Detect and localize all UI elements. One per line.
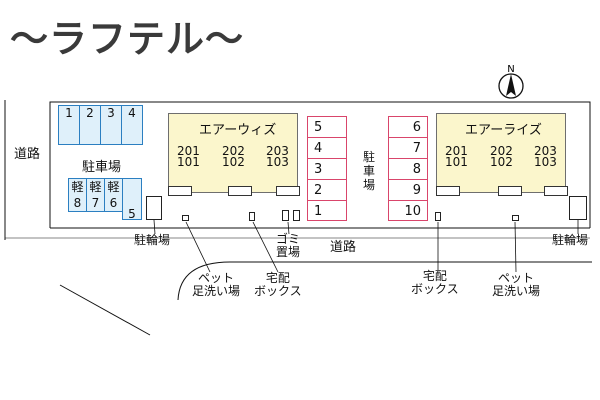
- light-space-num: 7: [91, 196, 100, 210]
- parking-space: 3: [307, 158, 347, 180]
- parking-space: 1: [58, 105, 80, 145]
- building-2: エアーライズ 201 101 202 102 203 103: [436, 113, 566, 193]
- compass-label: N: [507, 64, 514, 75]
- parking-light-space: 軽 7: [86, 178, 105, 212]
- parking-space: 4: [121, 105, 143, 145]
- parking-space: 4: [307, 137, 347, 159]
- unit-numbers: 201 101: [445, 144, 468, 169]
- road-label-left: 道路: [14, 147, 41, 162]
- delivery-box-marker-right: [435, 212, 441, 221]
- parking-space: 9: [388, 179, 428, 201]
- bike-parking-left: [146, 196, 162, 220]
- parking-space: 2: [79, 105, 101, 145]
- pet-wash-marker-right: [512, 215, 519, 221]
- unit-lower: 101: [177, 155, 200, 169]
- delivery-box-label-right: 宅配 ボックス: [411, 269, 459, 296]
- entrance-step: [436, 186, 460, 196]
- parking-space: 6: [388, 116, 428, 138]
- parking-space: 1: [307, 200, 347, 221]
- unit-upper: 201: [177, 144, 200, 158]
- parking-space: 5: [307, 116, 347, 138]
- unit-lower: 103: [266, 155, 289, 169]
- bike-parking-label-right: 駐輪場: [552, 233, 589, 247]
- parking-light-space: 軽 6: [104, 178, 123, 212]
- entrance-step: [276, 186, 300, 196]
- parking-space: 7: [388, 137, 428, 159]
- unit-upper: 202: [222, 144, 245, 158]
- parking-label-center: 駐 車 場: [362, 150, 375, 192]
- bike-parking-right: [569, 196, 587, 220]
- building-name: エアーライズ: [465, 123, 542, 138]
- parking-light-group: 軽 8 軽 7 軽 6 5: [68, 178, 148, 221]
- entrance-step: [228, 186, 252, 196]
- bike-parking-label-left: 駐輪場: [134, 233, 171, 247]
- parking-space: 10: [388, 200, 428, 221]
- parking-space: 2: [307, 179, 347, 201]
- light-space-top: 軽: [107, 180, 120, 194]
- parking-pink-right: 6 7 8 9 10: [388, 116, 428, 221]
- light-space-top: 軽: [71, 180, 84, 194]
- building-name: エアーウィズ: [199, 123, 277, 138]
- unit-lower: 102: [222, 155, 245, 169]
- unit-lower: 101: [445, 155, 468, 169]
- garbage-label: ゴミ 置場: [276, 232, 301, 259]
- unit-numbers: 202 102: [490, 144, 513, 169]
- entrance-step: [544, 186, 568, 196]
- delivery-box-label-left: 宅配 ボックス: [254, 271, 302, 298]
- garbage-marker: [282, 210, 289, 221]
- pet-wash-marker-left: [182, 215, 189, 221]
- unit-upper: 203: [266, 144, 289, 158]
- unit-upper: 203: [534, 144, 557, 158]
- parking-label-main: 駐車場: [82, 160, 122, 175]
- parking-blue-top: 1 2 3 4: [58, 105, 144, 145]
- north-compass-icon: N: [498, 64, 524, 99]
- delivery-box-marker-left: [249, 212, 255, 221]
- road-label-bottom: 道路: [330, 240, 357, 255]
- parking-pink-left: 5 4 3 2 1: [307, 116, 347, 221]
- pet-wash-label-left: ペット 足洗い場: [192, 271, 241, 298]
- unit-lower: 102: [490, 155, 513, 169]
- entrance-step: [498, 186, 522, 196]
- unit-numbers: 201 101: [177, 144, 200, 169]
- parking-light-space: 軽 8: [68, 178, 87, 212]
- unit-upper: 202: [490, 144, 513, 158]
- light-space-top: 軽: [89, 180, 102, 194]
- entrance-step: [168, 186, 192, 196]
- pet-wash-label-right: ペット 足洗い場: [492, 271, 541, 298]
- light-space-num: 8: [73, 196, 82, 210]
- unit-numbers: 202 102: [222, 144, 245, 169]
- unit-lower: 103: [534, 155, 557, 169]
- property-title: 〜ラフテル〜: [10, 17, 245, 61]
- unit-numbers: 203 103: [534, 144, 557, 169]
- parking-space: 5: [122, 178, 142, 221]
- garbage-marker: [293, 210, 300, 221]
- parking-space: 3: [100, 105, 122, 145]
- building-1: エアーウィズ 201 101 202 102 203 103: [168, 113, 298, 193]
- unit-upper: 201: [445, 144, 468, 158]
- unit-numbers: 203 103: [266, 144, 289, 169]
- parking-space: 8: [388, 158, 428, 180]
- light-space-num: 6: [109, 196, 118, 210]
